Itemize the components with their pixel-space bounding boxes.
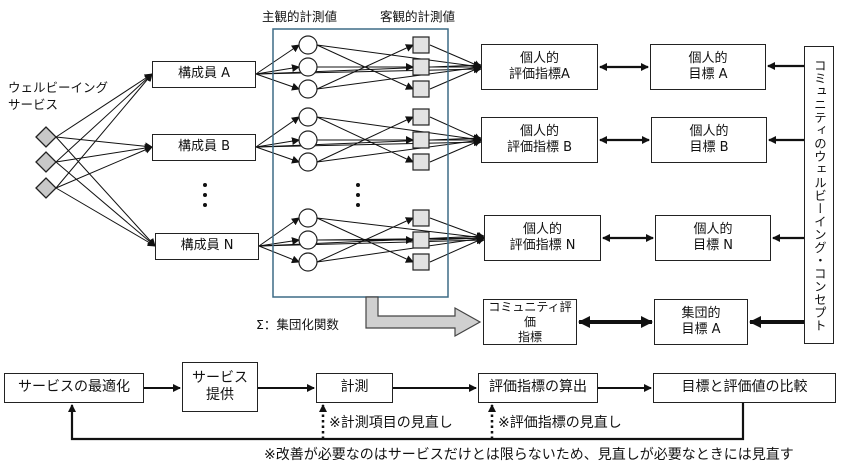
objective-to-indicator-arrow [429, 44, 482, 68]
member-to-indicator-arrow [258, 236, 485, 247]
service-to-member-arrow [55, 73, 153, 189]
service-diamond-icon [35, 177, 57, 199]
objective-measure-node [412, 108, 430, 126]
objective-measure-node [412, 58, 430, 76]
goal-n-box[interactable]: 個人的 目標 N [655, 215, 771, 261]
member-to-subjective-arrow [255, 64, 300, 75]
step-service-optimization[interactable]: サービスの最適化 [4, 373, 144, 403]
subjective-to-indicator-arrow [316, 116, 482, 143]
aggregation-arrow [365, 296, 482, 338]
subjective-to-indicator-arrow [316, 136, 482, 163]
subjective-measure-node [298, 208, 318, 228]
subjective-measure-node [298, 252, 318, 272]
service-to-member-arrow [55, 73, 153, 163]
objective-to-indicator-arrow [429, 217, 485, 240]
service-to-member-arrow [55, 144, 153, 163]
service-to-member-arrow [55, 136, 153, 151]
subjective-to-objective-arrow [316, 217, 414, 263]
measurement-frame [272, 28, 449, 298]
objective-to-indicator-arrow [429, 237, 485, 263]
subjective-to-indicator-arrow [316, 44, 482, 71]
subjective-measure-node [298, 230, 318, 250]
member-to-subjective-arrow [255, 73, 300, 91]
service-diamond-icon [35, 151, 57, 173]
goal-a-box[interactable]: 個人的 目標 A [650, 44, 766, 90]
objective-measure-label: 客観的計測値 [380, 9, 456, 24]
community-wellbeing-concept-box[interactable]: コミュニティのウェルビーイング・コンセプト [804, 46, 834, 344]
objective-to-indicator-arrow [429, 116, 482, 141]
member-to-subjective-arrow [258, 217, 300, 247]
ellipsis-members [203, 183, 207, 213]
collective-goal-box[interactable]: 集団的 目標 A [654, 299, 748, 345]
subjective-measure-node [298, 35, 318, 55]
aggregation-function-label: Σ：集団化関数 [256, 317, 339, 332]
service-to-member-arrow [55, 146, 153, 189]
wellbeing-services-label: ウェルビーイング サービス [8, 80, 109, 112]
objective-measure-node [412, 153, 430, 171]
indicator-n-box[interactable]: 個人的 評価指標 N [484, 215, 601, 261]
service-to-member-arrow [55, 136, 156, 247]
objective-measure-node [412, 253, 430, 271]
feedback-loop-arrow [68, 403, 745, 441]
subjective-measure-node [298, 130, 318, 150]
objective-measure-node [412, 80, 430, 98]
service-diamond-icon [35, 126, 57, 148]
footer-note: ※改善が必要なのはサービスだけとは限らないため、見直しが必要なときには見直す [264, 447, 794, 463]
indicator-a-box[interactable]: 個人的 評価指標A [481, 44, 598, 90]
subjective-measure-label: 主観的計測値 [262, 9, 338, 24]
subjective-to-indicator-arrow [316, 234, 485, 243]
community-indicator-box[interactable]: コミュニティ評価 指標 [483, 299, 577, 345]
subjective-measure-node [298, 57, 318, 77]
service-to-member-arrow [55, 161, 156, 247]
objective-measure-node [412, 36, 430, 54]
step-service-provision[interactable]: サービス 提供 [182, 362, 258, 412]
service-to-member-arrow [55, 187, 156, 247]
step-indicator-calculation[interactable]: 評価指標の算出 [478, 373, 598, 403]
objective-measure-node [412, 131, 430, 149]
indicator-review-note: ※評価指標の見直し [498, 415, 622, 431]
member-n-box[interactable]: 構成員 N [155, 233, 259, 260]
indicator-b-box[interactable]: 個人的 評価指標 B [481, 117, 598, 163]
member-to-indicator-arrow [258, 232, 485, 247]
goal-b-box[interactable]: 個人的 目標 B [651, 117, 767, 163]
subjective-measure-node [298, 79, 318, 99]
member-to-subjective-arrow [255, 116, 300, 148]
member-to-subjective-arrow [255, 137, 300, 148]
member-to-subjective-arrow [255, 146, 300, 164]
subjective-to-indicator-arrow [316, 217, 485, 242]
member-b-box[interactable]: 構成員 B [152, 134, 256, 161]
ellipsis-measurements [356, 183, 360, 213]
member-to-subjective-arrow [255, 44, 300, 75]
service-to-member-arrow [55, 73, 153, 138]
subjective-to-indicator-arrow [316, 235, 485, 263]
member-to-indicator-arrow [255, 138, 482, 148]
subjective-measure-node [298, 152, 318, 172]
member-a-box[interactable]: 構成員 A [152, 61, 256, 88]
objective-measure-node [412, 209, 430, 227]
member-to-indicator-arrow [255, 65, 482, 75]
step-goal-comparison[interactable]: 目標と評価値の比較 [653, 373, 836, 403]
subjective-measure-node [298, 107, 318, 127]
member-to-subjective-arrow [258, 237, 300, 247]
member-to-subjective-arrow [258, 245, 300, 264]
subjective-to-indicator-arrow [316, 63, 482, 90]
objective-to-indicator-arrow [429, 66, 482, 90]
objective-measure-node [412, 231, 430, 249]
step-measurement[interactable]: 計測 [316, 373, 393, 403]
measurement-review-note: ※計測項目の見直し [329, 415, 453, 431]
objective-to-indicator-arrow [429, 139, 482, 163]
